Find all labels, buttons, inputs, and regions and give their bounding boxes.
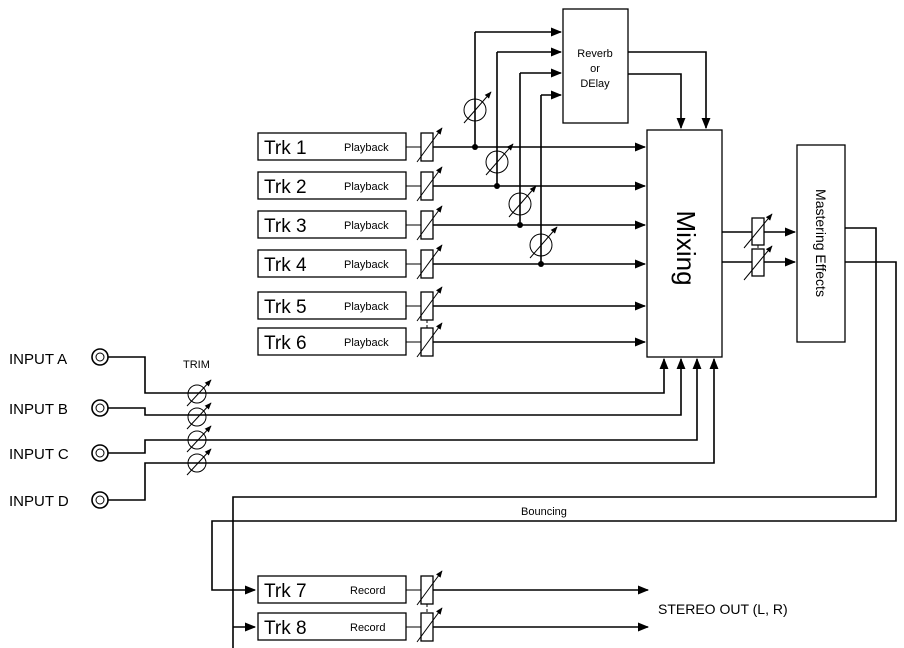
track-mode: Record xyxy=(350,585,385,597)
track-row-4: Trk 4 Playback xyxy=(257,244,443,280)
track-mode: Playback xyxy=(344,259,389,271)
fader-icon xyxy=(416,607,443,643)
mixing-label: Mixing xyxy=(671,210,701,285)
fader-icon xyxy=(416,322,443,358)
track-row-2: Trk 2 Playback xyxy=(257,166,443,202)
track-row-8: Trk 8 Record xyxy=(257,604,650,643)
trim-knob-icon xyxy=(186,425,212,453)
trim-knob-icon xyxy=(186,379,212,407)
mastering-effects-box: Mastering Effects xyxy=(796,144,846,343)
track-mode: Playback xyxy=(344,301,389,313)
send-knob-icon xyxy=(485,143,514,176)
track-name: Trk 2 xyxy=(264,177,307,198)
track-name: Trk 6 xyxy=(264,333,307,354)
fader-icon xyxy=(416,166,443,202)
track-name: Trk 1 xyxy=(264,138,307,159)
input-b-label: INPUT B xyxy=(9,401,68,418)
track-mode: Record xyxy=(350,622,385,634)
track-row-5: Trk 5 Playback xyxy=(257,286,443,322)
input-jack-icon xyxy=(91,399,109,417)
trim-knob-icon xyxy=(186,448,212,476)
trim-knob-icon xyxy=(186,402,212,430)
stereo-out-label: STEREO OUT (L, R) xyxy=(658,601,788,617)
inputs: INPUT A INPUT B INPUT C INPUT D TRIM xyxy=(9,348,719,510)
input-d-label: INPUT D xyxy=(9,493,69,510)
trim-label: TRIM xyxy=(183,359,210,371)
track-row-7: Trk 7 Record xyxy=(257,570,650,606)
track-mode: Playback xyxy=(344,181,389,193)
fader-icon xyxy=(416,570,443,606)
track-buses xyxy=(433,142,647,347)
track-name: Trk 5 xyxy=(264,297,307,318)
send-knob-icon xyxy=(508,185,537,218)
track-row-3: Trk 3 Playback xyxy=(257,205,443,241)
or-label: or xyxy=(590,63,600,75)
track-mode: Playback xyxy=(344,142,389,154)
fader-icon xyxy=(416,205,443,241)
input-jack-icon xyxy=(91,348,109,366)
input-jack-icon xyxy=(91,444,109,462)
track-name: Trk 4 xyxy=(264,255,307,276)
reverb-label: Reverb xyxy=(577,48,612,60)
track-row-6: Trk 6 Playback xyxy=(257,320,443,358)
master-faders xyxy=(722,213,797,281)
delay-label: DElay xyxy=(580,78,610,90)
input-c-label: INPUT C xyxy=(9,446,69,463)
track-mode: Playback xyxy=(344,337,389,349)
track-name: Trk 8 xyxy=(264,618,307,639)
send-knob-icon xyxy=(463,91,492,124)
fader-icon xyxy=(416,286,443,322)
bouncing-paths: Bouncing xyxy=(211,227,897,648)
bouncing-label: Bouncing xyxy=(521,506,567,518)
track-name: Trk 7 xyxy=(264,581,307,602)
fader-icon xyxy=(416,244,443,280)
mastering-label: Mastering Effects xyxy=(813,189,829,297)
fader-icon xyxy=(743,245,773,281)
fader-icon xyxy=(416,127,443,163)
track-row-1: Trk 1 Playback xyxy=(257,127,443,163)
fader-icon xyxy=(743,213,773,249)
reverb-delay-box: Reverb or DElay xyxy=(562,8,629,124)
track-name: Trk 3 xyxy=(264,216,307,237)
effect-sends xyxy=(463,27,711,267)
track-mode: Playback xyxy=(344,220,389,232)
input-jack-icon xyxy=(91,491,109,509)
input-a-label: INPUT A xyxy=(9,351,67,368)
mixing-box: Mixing xyxy=(646,129,723,358)
send-knob-icon xyxy=(529,226,558,259)
